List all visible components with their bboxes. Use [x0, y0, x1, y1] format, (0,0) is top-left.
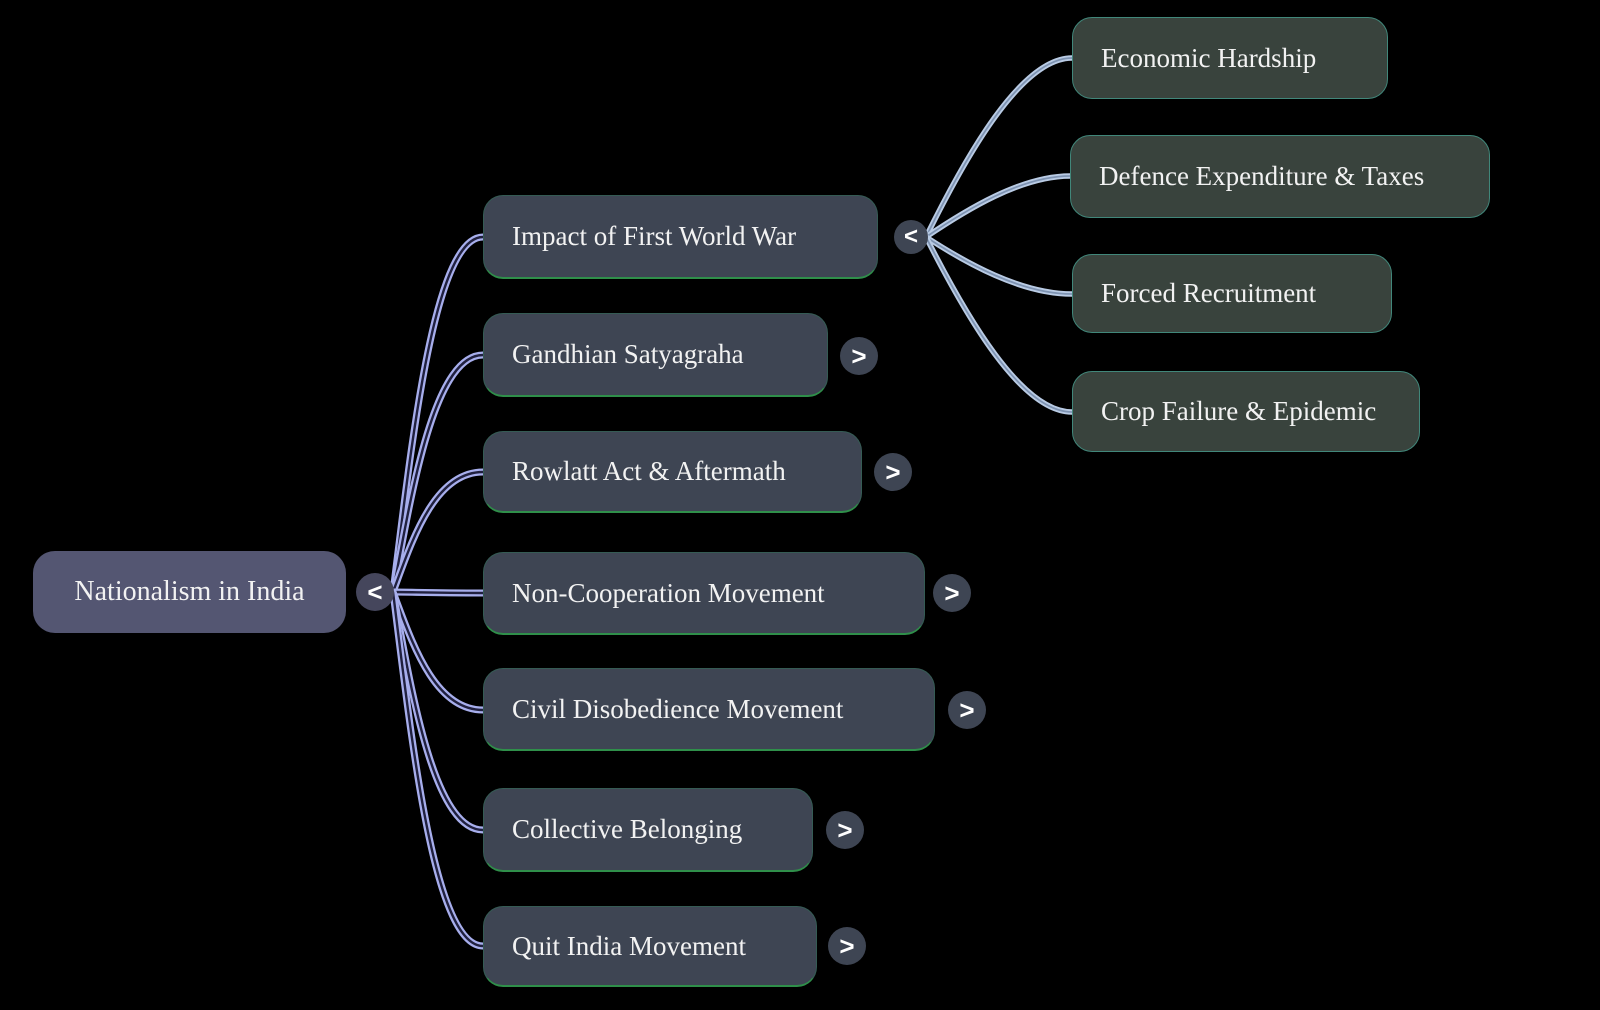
node-non-cooperation-movement[interactable]: Non-Cooperation Movement — [483, 552, 925, 635]
link-impact-cropfailure — [923, 234, 1075, 415]
node-label: Non-Cooperation Movement — [512, 577, 825, 608]
node-economic-hardship[interactable]: Economic Hardship — [1072, 17, 1388, 99]
expand-toggle-rowlatt[interactable]: > — [874, 453, 912, 491]
link-root-noncooperation — [389, 588, 487, 597]
node-label: Collective Belonging — [512, 814, 743, 844]
node-quit-india-movement[interactable]: Quit India Movement — [483, 906, 817, 987]
node-defence-expenditure-taxes[interactable]: Defence Expenditure & Taxes — [1070, 135, 1490, 218]
node-collective-belonging[interactable]: Collective Belonging — [483, 788, 813, 872]
link-impact-economic — [923, 55, 1075, 240]
node-rowlatt-act[interactable]: Rowlatt Act & Aftermath — [483, 431, 862, 513]
expand-toggle-quit-india[interactable]: > — [828, 927, 866, 965]
link-root-gandhian — [389, 351, 487, 596]
expand-toggle-civil-disobedience[interactable]: > — [948, 691, 986, 729]
expand-toggle-noncooperation[interactable]: > — [933, 574, 971, 612]
node-label: Economic Hardship — [1101, 42, 1317, 73]
node-label: Impact of First World War — [512, 221, 797, 251]
link-impact-recruitment — [923, 234, 1075, 297]
node-label: Crop Failure & Epidemic — [1101, 396, 1377, 426]
node-civil-disobedience-movement[interactable]: Civil Disobedience Movement — [483, 668, 935, 751]
node-label: Quit India Movement — [512, 930, 746, 961]
node-forced-recruitment[interactable]: Forced Recruitment — [1072, 254, 1392, 333]
node-label: Defence Expenditure & Taxes — [1099, 161, 1425, 191]
expand-toggle-gandhian[interactable]: > — [840, 337, 878, 375]
node-label: Rowlatt Act & Aftermath — [512, 456, 786, 486]
node-impact-of-first-world-war[interactable]: Impact of First World War — [483, 195, 878, 279]
node-nationalism-in-india[interactable]: Nationalism in India — [33, 551, 346, 633]
expand-toggle-collective-belonging[interactable]: > — [826, 811, 864, 849]
link-root-rowlatt — [389, 468, 487, 596]
node-label: Gandhian Satyagraha — [512, 339, 744, 369]
node-label: Nationalism in India — [74, 576, 305, 607]
collapse-toggle-impact[interactable]: < — [894, 220, 928, 254]
node-gandhian-satyagraha[interactable]: Gandhian Satyagraha — [483, 313, 828, 397]
node-label: Civil Disobedience Movement — [512, 693, 844, 724]
node-crop-failure-epidemic[interactable]: Crop Failure & Epidemic — [1072, 371, 1420, 452]
collapse-toggle-root[interactable]: < — [356, 573, 394, 611]
link-root-quitindia — [389, 588, 487, 950]
node-label: Forced Recruitment — [1101, 278, 1317, 308]
link-root-impact — [389, 233, 487, 596]
link-impact-defence — [923, 173, 1073, 240]
